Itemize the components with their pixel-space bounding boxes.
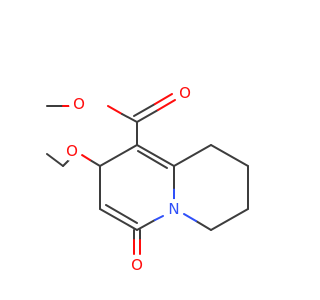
ethoxy-ch2-to-ch3-bond — [46, 153, 64, 167]
ester-carbonyl-oxygen-label-background — [175, 83, 195, 103]
ring-c2-to-c3-bond — [99, 208, 138, 231]
ester-ether-oxygen-label-background — [69, 94, 89, 114]
ring-c8a-to-c9-bond — [136, 144, 175, 167]
ring-nitrogen-label: N — [168, 200, 179, 218]
ester-o-to-carbonyl-c-bond-red — [107, 105, 123, 115]
ester-ether-oxygen-label: O — [73, 95, 85, 113]
ring-c9-to-c1-bond — [99, 144, 138, 167]
chemical-structure-drawing: O O O N O — [46, 83, 249, 275]
ketone-oxygen-label: O — [131, 256, 143, 274]
chemical-structure-canvas: O O O N O — [46, 83, 249, 275]
ring-c1-to-ethoxy-o-bond — [89, 159, 101, 167]
carbonyl-c-double-bond-lower — [136, 109, 159, 123]
ethoxy-oxygen-label-background — [62, 141, 82, 161]
carbonyl-c-double-bond-upper — [133, 103, 156, 117]
ring-c2-to-c3-inner-double-bond — [105, 204, 138, 224]
carbonyl-c-double-bond-upper-red — [154, 93, 173, 105]
ester-carbonyl-oxygen-label: O — [179, 84, 191, 102]
ring-c3-to-n-bond-blue — [154, 215, 164, 221]
ring-c8-to-c7-bond — [210, 144, 249, 167]
ring-c3-to-n-bond — [136, 219, 156, 231]
ethoxy-oxygen-label: O — [66, 142, 78, 160]
ring-c6-to-c5-bond — [210, 208, 249, 231]
carbonyl-c-double-bond-lower-red — [157, 99, 176, 111]
ring-c1-to-ethoxy-o-bond-red — [81, 154, 91, 161]
ring-c8a-to-c9-inner-double-bond — [137, 150, 168, 169]
ketone-oxygen-label-background — [127, 255, 147, 275]
ring-c4-to-n-bond-blue — [183, 213, 197, 222]
ring-c5-to-c4-bond — [195, 220, 212, 231]
ring-c8a-to-c8-bond — [173, 144, 212, 167]
ring-nitrogen-label-background — [164, 199, 184, 219]
ester-o-to-carbonyl-c-bond — [121, 113, 138, 123]
